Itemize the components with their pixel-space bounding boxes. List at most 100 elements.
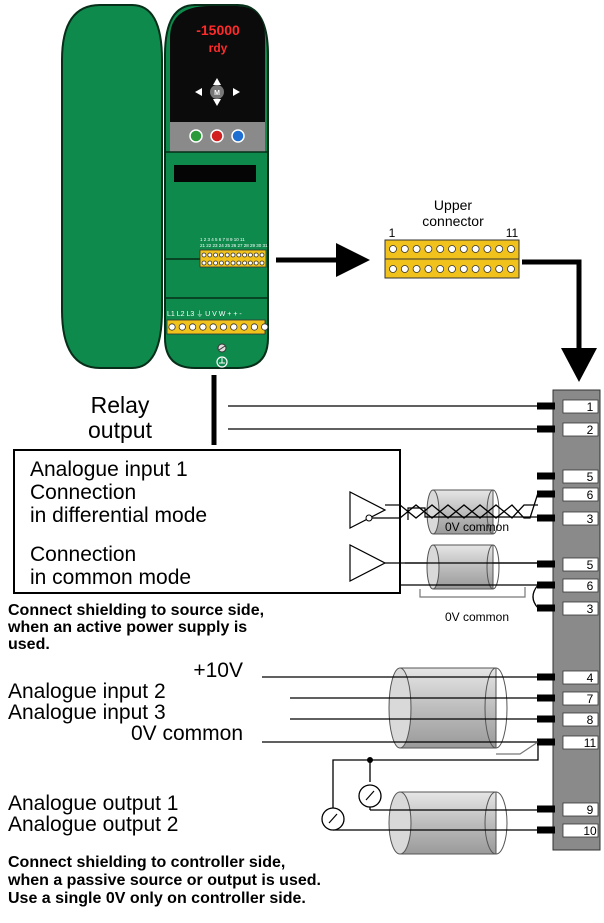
terminal-screw: [247, 260, 253, 266]
terminal-item: 5: [562, 469, 599, 484]
terminal-screw: [250, 323, 258, 331]
terminal-number: 3: [587, 512, 594, 526]
control-terminal-numbers-lower: 21 22 23 24 25 26 27 28 29 30 31: [200, 243, 268, 248]
terminal-screw: [218, 260, 224, 266]
terminal-item: 1: [562, 399, 599, 414]
terminal-number: 11: [584, 736, 597, 750]
terminal-pin: [537, 490, 555, 498]
terminal-number: 4: [587, 671, 594, 685]
terminal-number: 10: [583, 824, 597, 838]
terminal-number: 6: [587, 579, 594, 593]
terminal-pin: [537, 826, 555, 834]
analogue-input-box: [13, 449, 401, 594]
diff-label-line1: Analogue input 1: [30, 458, 188, 481]
terminal-item: 9: [562, 802, 599, 817]
arrow-to-terminal-strip: [522, 259, 597, 382]
drive-control-terminal-dots: [201, 252, 265, 266]
left-arrow-icon[interactable]: [195, 88, 202, 96]
ain3-label: Analogue input 3: [8, 701, 166, 724]
common-label-line2: in common mode: [30, 566, 191, 589]
down-arrow-icon[interactable]: [213, 99, 221, 106]
terminal-pin: [537, 805, 555, 813]
connector-title-line2: connector: [422, 213, 484, 229]
analogue-input-cable: [262, 667, 539, 755]
terminal-pin: [537, 425, 555, 433]
note-controller-line3: Use a single 0V only on controller side.: [8, 890, 306, 907]
terminal-screw: [253, 252, 259, 258]
terminal-pin: [537, 673, 555, 681]
navigation-pad[interactable]: M: [195, 78, 240, 106]
aout1-label: Analogue output 1: [8, 792, 178, 815]
arrow-to-connector: [276, 243, 370, 277]
terminal-strip: [552, 389, 601, 851]
terminal-screw: [389, 245, 397, 253]
terminal-pin: [537, 604, 555, 612]
control-terminal-numbers: 1 2 3 4 5 6 7 8 9 10 11: [200, 237, 245, 242]
up-arrow-icon[interactable]: [213, 78, 221, 85]
terminal-item: 4: [562, 670, 599, 685]
note-controller-line2: when a passive source or output is used.: [7, 872, 321, 889]
terminal-pins: [537, 402, 555, 834]
terminal-screw: [424, 265, 433, 273]
twisted-pair-cable: [399, 489, 539, 535]
terminal-screw: [213, 252, 219, 258]
terminal-screw: [495, 245, 504, 253]
drive-power-terminal-dots: [168, 323, 269, 331]
terminal-screw: [261, 323, 269, 331]
terminal-item: 3: [562, 511, 599, 526]
arrow-right-icon: [336, 243, 370, 277]
amplifier-triangle-icon: [349, 544, 387, 582]
start-button[interactable]: [189, 129, 203, 143]
terminal-screw: [400, 245, 409, 253]
terminal-screw: [242, 252, 248, 258]
relay-label-line2: output: [88, 417, 153, 443]
connector-pin-dots: [389, 245, 515, 273]
note-source-line2: when an active power supply is: [7, 619, 247, 636]
terminal-screw: [178, 323, 186, 331]
terminal-screw: [259, 260, 265, 266]
terminal-screw: [230, 252, 236, 258]
aout2-label: Analogue output 2: [8, 813, 178, 836]
terminal-screw: [209, 323, 217, 331]
terminal-screw: [199, 323, 207, 331]
terminal-number: 6: [587, 488, 594, 502]
terminal-item: 2: [562, 422, 599, 437]
terminal-screw: [168, 323, 176, 331]
terminal-screw: [253, 260, 259, 266]
note-controller-line1: Connect shielding to controller side,: [8, 854, 285, 871]
terminal-screw: [236, 252, 242, 258]
connector-title-line1: Upper: [434, 197, 472, 213]
common-label-line1: Connection: [30, 543, 136, 566]
right-arrow-icon[interactable]: [233, 88, 240, 96]
terminal-screw: [259, 252, 265, 258]
terminal-screw: [218, 252, 224, 258]
terminal-screw: [483, 245, 492, 253]
terminal-screw: [201, 260, 207, 266]
diff-0v-wire: [407, 507, 540, 520]
terminal-screw: [207, 252, 213, 258]
terminal-screw: [201, 252, 207, 258]
terminal-screw: [412, 265, 421, 273]
terminal-screw: [213, 260, 219, 266]
terminal-item: 5: [562, 557, 599, 572]
note-source-line1: Connect shielding to source side,: [8, 602, 264, 619]
terminal-number: 5: [587, 470, 594, 484]
differential-amplifier: [349, 491, 400, 529]
note-source-line3: used.: [8, 636, 50, 653]
power-terminal-labels: L1 L2 L3 ⏚ U V W + + -: [167, 310, 242, 318]
terminal-item: 10: [562, 823, 599, 838]
reverse-button[interactable]: [231, 129, 245, 143]
terminal-item: 6: [562, 487, 599, 502]
terminal-pin: [537, 715, 555, 723]
terminal-screw: [459, 245, 468, 253]
terminal-screw: [230, 323, 238, 331]
terminal-number: 5: [587, 558, 594, 572]
drive-label-slot: [174, 165, 256, 182]
terminal-screw: [242, 260, 248, 266]
menu-key-label: M: [214, 90, 220, 97]
terminal-screw: [448, 265, 456, 273]
terminal-screw: [389, 265, 397, 273]
menu-key[interactable]: [210, 85, 224, 99]
stop-button[interactable]: [210, 129, 224, 143]
terminal-pin: [537, 581, 555, 589]
